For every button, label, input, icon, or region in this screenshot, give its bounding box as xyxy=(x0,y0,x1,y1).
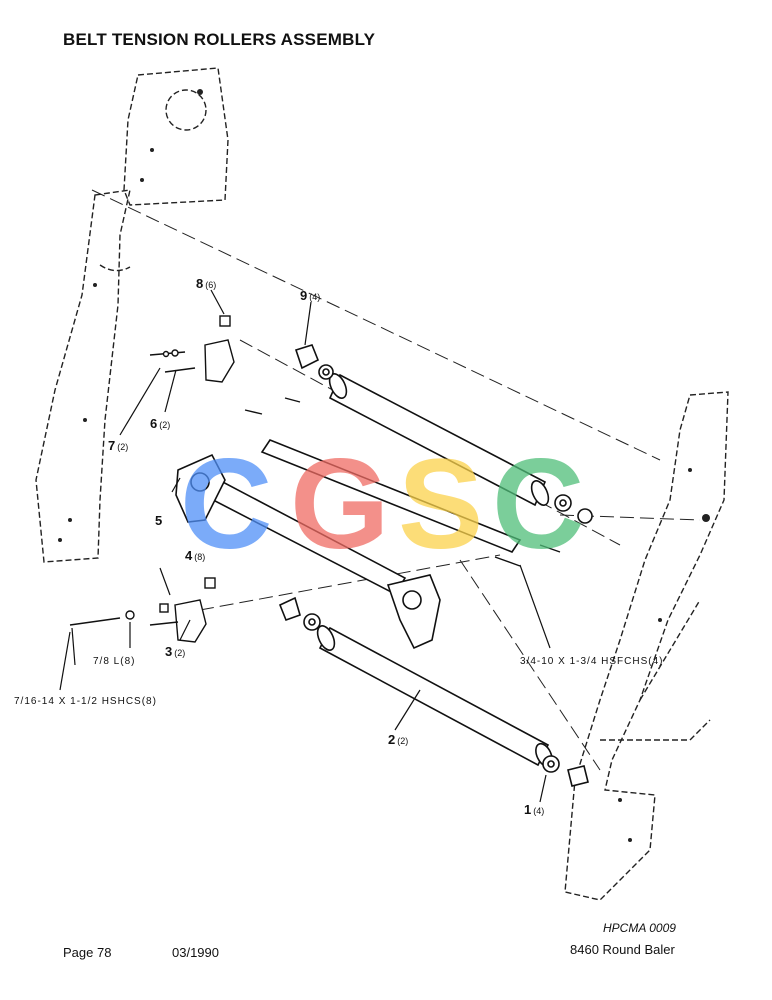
left-frame-plate xyxy=(35,67,229,563)
watermark-letter-c2: C xyxy=(492,433,584,576)
footer-page: Page 78 xyxy=(63,945,112,960)
part-label-6: 6(2) xyxy=(150,416,170,431)
part-label-4: 4(8) xyxy=(185,548,205,563)
part-label-3: 3(2) xyxy=(165,644,185,659)
page-title: BELT TENSION ROLLERS ASSEMBLY xyxy=(63,30,376,49)
part-label-5: 5 xyxy=(155,513,162,528)
loose-bolts xyxy=(69,397,561,626)
footer-date: 03/1990 xyxy=(172,945,219,960)
callout-bolt-right: 3/4-10 X 1-3/4 HSFCHS(4) xyxy=(520,656,664,667)
lower-roller xyxy=(316,625,553,768)
watermark-letter-s: S xyxy=(398,433,483,576)
callout-locknut: 7/8 L(8) xyxy=(93,656,135,667)
part-label-2: 2(2) xyxy=(388,732,408,747)
watermark-letter-c1: C xyxy=(180,433,272,576)
document-code: HPCMA 0009 xyxy=(603,921,676,935)
footer-model: 8460 Round Baler xyxy=(570,942,675,957)
callout-bolt-left: 7/16-14 X 1-1/2 HSHCS(8) xyxy=(14,696,157,707)
upper-roller xyxy=(328,373,550,507)
assembly-lines xyxy=(91,189,701,771)
upper-clamp xyxy=(149,315,235,383)
upper-roller-bearings xyxy=(294,344,593,524)
left-frame-bolts xyxy=(58,89,203,542)
right-frame-plate xyxy=(564,391,729,901)
part-label-9: 9(4) xyxy=(300,288,320,303)
lower-roller-bearings xyxy=(278,596,589,787)
part-labels: 8(6) 9(4) 6(2) 7(2) 5 4(8) 3(2) 2(2) 1(4… xyxy=(108,276,544,817)
right-frame-bolts xyxy=(618,468,710,842)
leader-lines xyxy=(59,289,551,803)
cgsc-watermark: C G S C xyxy=(180,433,584,576)
lower-clamp xyxy=(149,577,216,643)
left-tension-arm xyxy=(175,453,226,523)
part-label-1: 1(4) xyxy=(524,802,544,817)
watermark-letter-g: G xyxy=(290,433,390,576)
part-label-8: 8(6) xyxy=(196,276,216,291)
part-label-7: 7(2) xyxy=(108,438,128,453)
right-tension-arm xyxy=(386,574,441,650)
